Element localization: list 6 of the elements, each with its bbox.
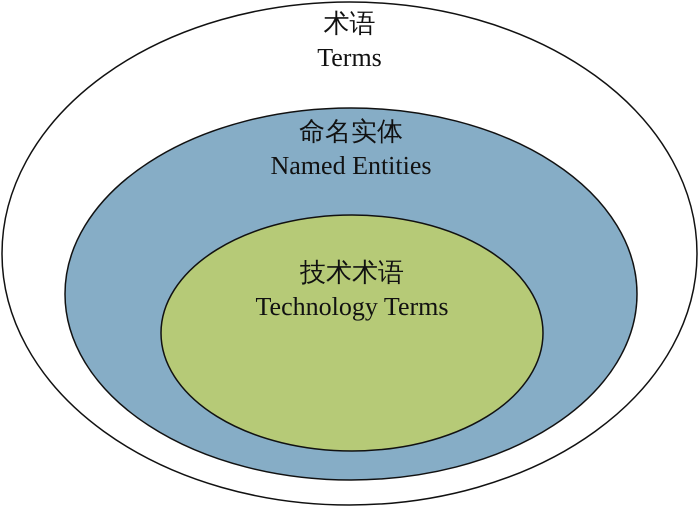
term-label: 术语 [324, 8, 376, 40]
term-label: 技术术语 [300, 257, 404, 289]
term-label: 命名实体 [299, 116, 403, 148]
term-label: Named Entities [270, 150, 432, 182]
term-label: Technology Terms [255, 291, 448, 323]
term-label: Terms [317, 42, 382, 74]
